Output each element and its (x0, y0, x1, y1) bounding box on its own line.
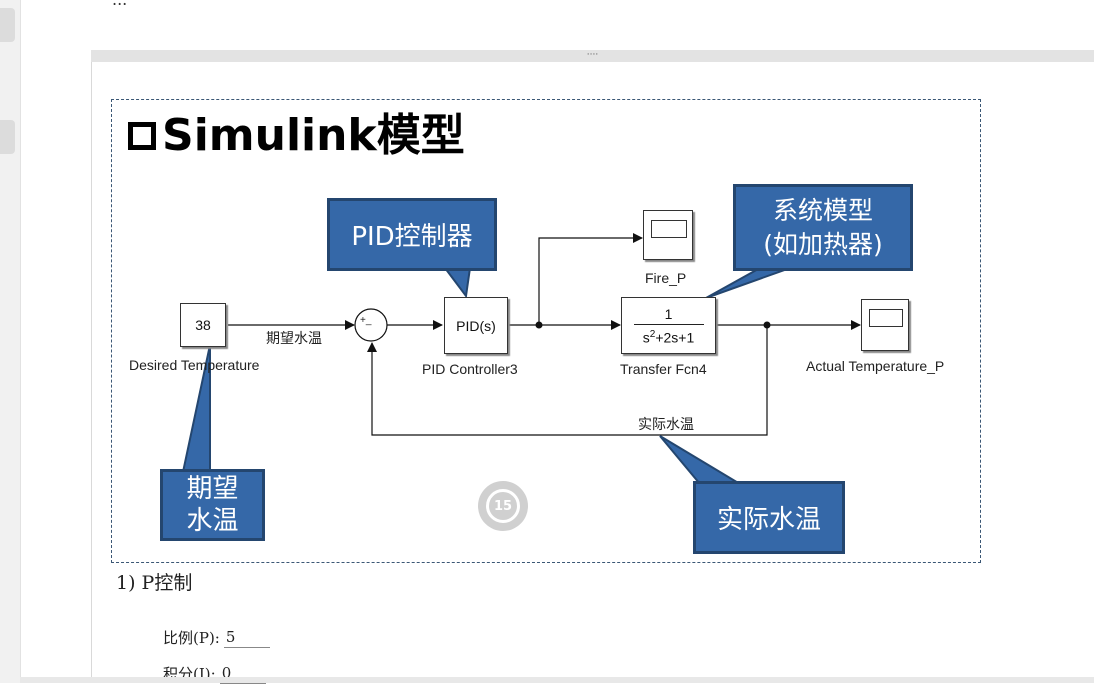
replay-15-icon[interactable]: 15 (478, 481, 528, 531)
pid-block[interactable]: PID(s) (444, 297, 508, 354)
tf-fraction-bar (633, 323, 704, 325)
callout-desired-line1: 期望 (186, 474, 239, 504)
callout-actual: 实际水温 (693, 481, 845, 554)
top-text: ... (112, 0, 127, 9)
square-bullet-icon (128, 122, 156, 150)
callout-system: 系统模型 (如加热器) (733, 184, 913, 271)
section-heading: 1) P控制 (116, 572, 193, 594)
callout-desired-line2: 水温 (186, 506, 239, 536)
left-rail (0, 0, 21, 683)
document-drag-handle[interactable]: ···· (91, 50, 1094, 62)
replay-badge-text: 15 (486, 489, 520, 523)
callout-system-line2: (如加热器) (763, 229, 883, 259)
constant-block[interactable]: 38 (180, 303, 226, 347)
scope-fire-label: Fire_P (645, 270, 687, 286)
scope-actual-block[interactable] (861, 299, 909, 351)
constant-label: Desired Temperature (129, 357, 260, 373)
scope-screen-icon (651, 220, 687, 238)
param-label: 比例(P): (163, 629, 220, 647)
sum-signs: +_ (360, 315, 372, 326)
tf-label: Transfer Fcn4 (620, 361, 707, 377)
callout-tail-pid (443, 267, 472, 299)
callout-desired: 期望 水温 (160, 469, 265, 541)
tf-numerator: 1 (664, 305, 673, 322)
slide-title-text: Simulink模型 (162, 110, 465, 161)
pid-label: PID Controller3 (422, 361, 518, 377)
callout-system-line1: 系统模型 (772, 195, 873, 225)
signal-line-fire (538, 233, 643, 325)
param-input-p[interactable]: 5 (223, 627, 270, 648)
scope-screen-icon (869, 309, 903, 327)
rail-tab[interactable] (0, 120, 15, 154)
signal-line-feedback (367, 325, 768, 436)
scope-fire-block[interactable] (643, 210, 693, 260)
scope-actual-label: Actual Temperature_P (806, 358, 945, 374)
feedback-signal-label: 实际水温 (638, 417, 694, 433)
desired-signal-label: 期望水温 (266, 331, 322, 347)
callout-tail-actual (659, 435, 744, 485)
slide-title: Simulink模型 (128, 110, 465, 162)
document-page (91, 50, 1094, 683)
rail-tab[interactable] (0, 8, 15, 42)
slide-frame (111, 99, 981, 563)
transfer-fcn-block[interactable]: 1 s2+2s+1 (621, 297, 716, 354)
callout-tail-system (705, 267, 791, 299)
param-row-p: 比例(P): 5 (163, 627, 270, 648)
tf-denominator: s2+2s+1 (642, 328, 695, 346)
bottom-bar (20, 677, 1094, 683)
callout-pid: PID控制器 (327, 198, 497, 271)
